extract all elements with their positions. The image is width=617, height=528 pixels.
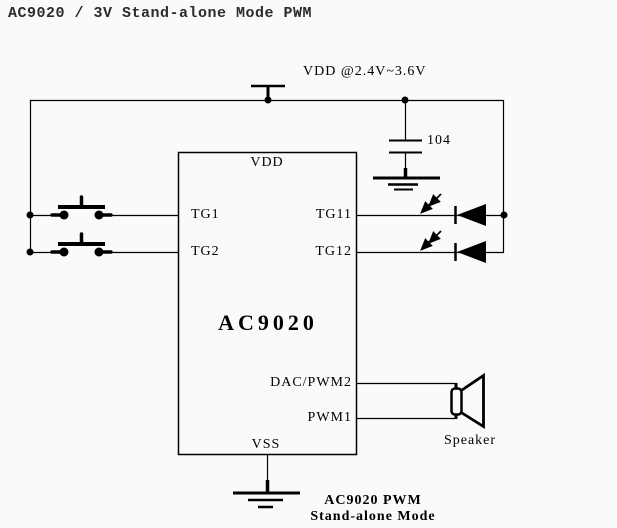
ground-symbol-vss	[233, 480, 300, 509]
speaker-driver	[450, 387, 463, 416]
button-contact-left	[59, 210, 69, 220]
vdd-rail-label: VDD @2.4V~3.6V	[303, 64, 427, 79]
ic-pin-tg2: TG2	[191, 244, 220, 259]
caption-line1: AC9020 PWM	[324, 493, 422, 508]
push-button-tg1	[50, 195, 113, 220]
page-title: AC9020 / 3V Stand-alone Mode PWM	[8, 5, 313, 22]
led-light-arrow	[420, 237, 434, 251]
speaker-symbol	[450, 372, 485, 430]
ic-pin-pwm1: PWM1	[307, 410, 352, 425]
ic-body	[177, 151, 358, 456]
junction-dot	[264, 96, 272, 104]
button-contact-right	[94, 210, 104, 220]
led-triangle	[457, 204, 486, 226]
capacitor-symbol	[389, 139, 422, 154]
button-contact-right	[94, 247, 104, 257]
ic-pin-tg11: TG11	[315, 207, 352, 222]
led-tg12	[420, 230, 486, 263]
junction-dots	[26, 96, 508, 256]
ic-pin-dacpwm2: DAC/PWM2	[270, 375, 352, 390]
junction-dot	[26, 211, 34, 219]
button-contact-left	[59, 247, 69, 257]
speaker-label: Speaker	[443, 433, 497, 448]
ic-pin-tg12: TG12	[315, 244, 352, 259]
push-button-tg2	[50, 232, 113, 257]
junction-dot	[401, 96, 409, 104]
junction-dot	[500, 211, 508, 219]
led-tg11	[420, 193, 486, 226]
capacitor-value-label: 104	[427, 133, 451, 148]
ic-pin-vdd: VDD	[250, 155, 284, 170]
ic-pin-tg1: TG1	[191, 207, 220, 222]
ic-pin-vss: VSS	[251, 437, 281, 452]
ic-name-label: AC9020	[218, 310, 318, 335]
ground-symbol-capacitor	[373, 168, 440, 191]
junction-dot	[26, 248, 34, 256]
led-triangle	[457, 241, 486, 263]
speaker-cone	[461, 372, 485, 430]
caption-line2: Stand-alone Mode	[310, 509, 436, 524]
led-light-arrow	[420, 200, 434, 214]
